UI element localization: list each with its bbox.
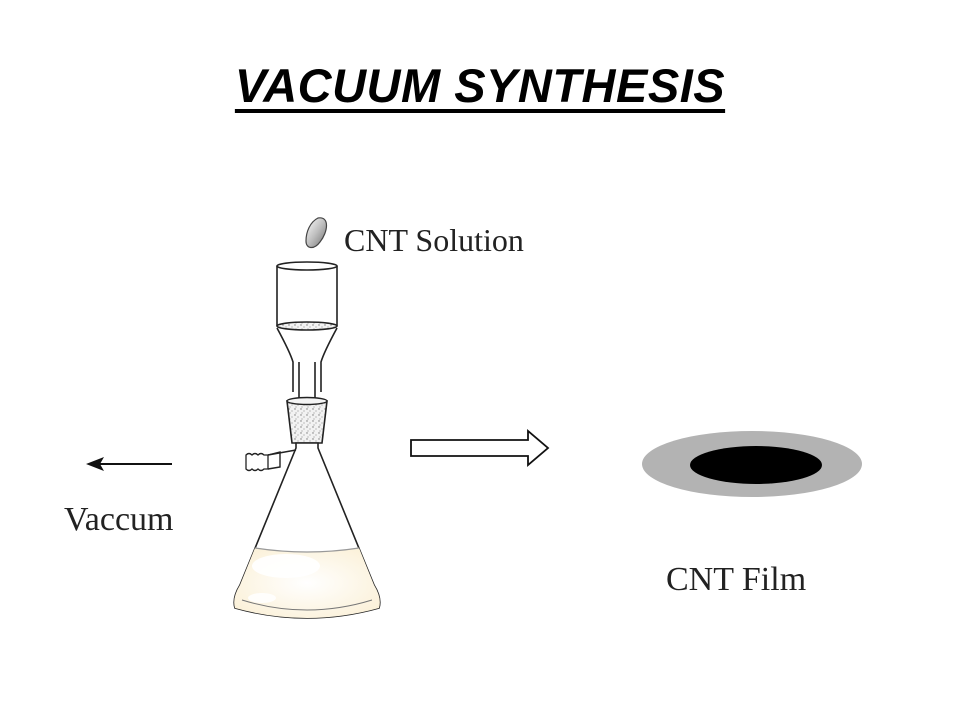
rubber-stopper (286, 396, 328, 444)
filter-flask (233, 442, 381, 619)
cnt-film (642, 431, 862, 497)
droplet-icon (305, 217, 328, 249)
vacuum-arrow-icon (86, 457, 172, 471)
cnt-solution-label: CNT Solution (344, 222, 524, 258)
cnt-film-label: CNT Film (666, 561, 806, 598)
filter-funnel (276, 261, 338, 398)
process-arrow-icon (410, 429, 550, 467)
page-title: VACUUM SYNTHESIS (234, 59, 726, 112)
filter-membrane (276, 321, 338, 331)
vacuum-label: Vaccum (64, 501, 174, 538)
film-deposit (690, 446, 822, 484)
